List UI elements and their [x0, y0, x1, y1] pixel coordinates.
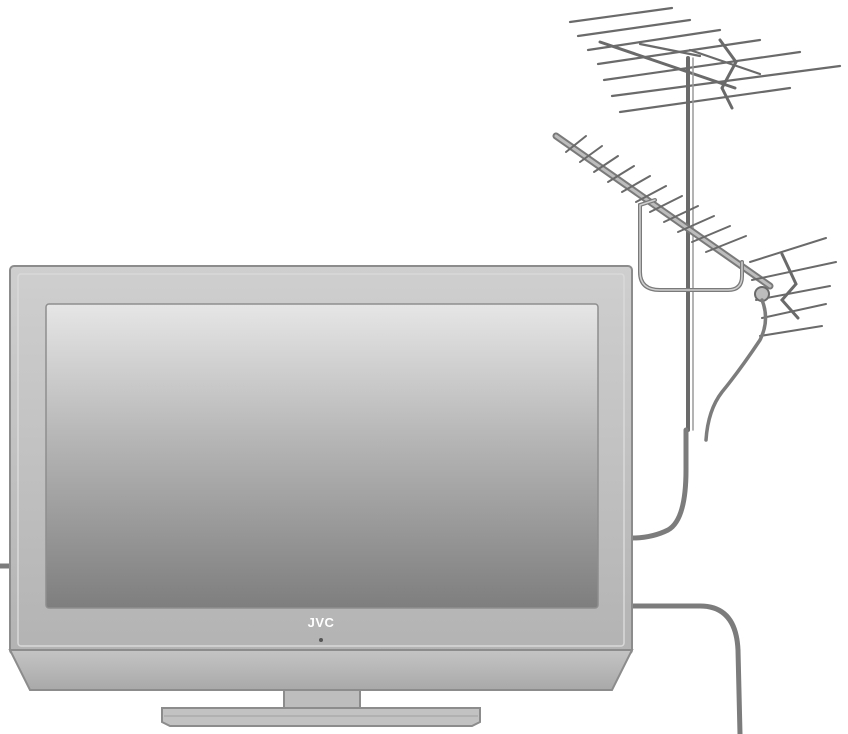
antenna-to-tv-cable: [629, 427, 689, 541]
tv-bottom-panel: [8, 649, 634, 691]
tv-stand-neck: [283, 689, 361, 709]
upper-antenna-array: [568, 6, 842, 114]
television: JVC: [8, 265, 634, 727]
lower-antenna-array: [552, 132, 837, 337]
rooftop-antenna: [552, 6, 842, 442]
tv-lower-cable: [629, 603, 743, 734]
antenna-mast: [686, 56, 694, 432]
tv-screen: [45, 303, 599, 609]
antenna-downlead-cable: [704, 298, 768, 442]
power-indicator-light: [319, 638, 323, 642]
tv-brand-logo: JVC: [308, 615, 335, 630]
tv-stand-base: [161, 707, 481, 727]
